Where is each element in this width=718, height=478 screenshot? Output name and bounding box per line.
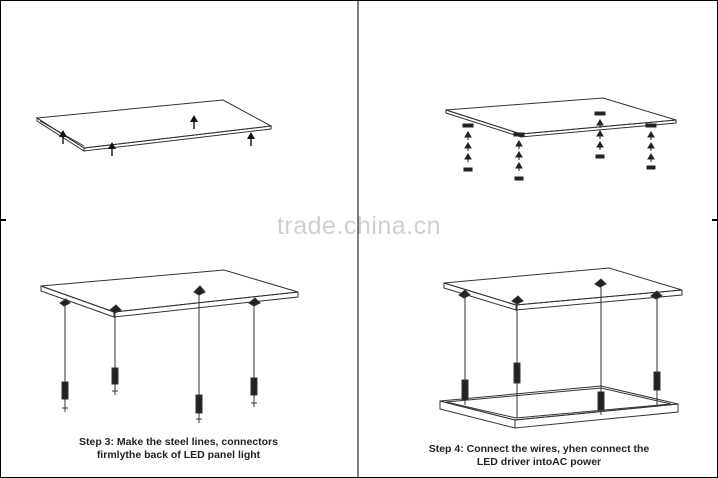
- step-4-ceiling-plate-top: [443, 267, 683, 306]
- step-2-panel-top: [445, 97, 677, 135]
- steel-line: [193, 285, 206, 423]
- step-4-ceiling-plate-left-edge: [443, 282, 517, 311]
- step-3-illustration: [40, 269, 299, 318]
- step-4-led-panel-left-edge: [439, 400, 516, 429]
- step-4-led-panel-front-edge: [514, 403, 679, 429]
- step-3-caption-line-1: Step 3: Make the steel lines, connectors: [79, 436, 278, 448]
- step-3-ceiling-plate-left-edge: [40, 285, 115, 318]
- steel-line: [594, 278, 607, 415]
- steel-line: [511, 295, 524, 418]
- step-2-panel-left-edge: [445, 109, 522, 138]
- step-1-panel-front-edge: [83, 125, 272, 152]
- step-4-led-panel-top: [439, 385, 679, 421]
- step-3-caption-line-2: firmlythe back of LED panel light: [96, 449, 261, 461]
- step-1-arrows: [59, 115, 255, 156]
- steel-line: [458, 289, 471, 405]
- watermark-text: trade.china.cn: [276, 212, 442, 240]
- step-3-caption: Step 3: Make the steel lines, connectors…: [0, 436, 357, 462]
- step-4-ceiling-plate-front-edge: [515, 289, 683, 311]
- step-2-connectors: [462, 111, 657, 181]
- step-4-suspension-wires: [458, 278, 663, 418]
- connector-stack: [513, 132, 525, 181]
- steel-line: [650, 290, 663, 406]
- arrow-up-icon: [190, 115, 198, 129]
- steel-line: [59, 298, 71, 412]
- step-4-caption: Step 4: Connect the wires, yhen connect …: [360, 443, 718, 469]
- arrow-up-icon: [108, 142, 116, 156]
- step-3-steel-lines: [59, 285, 261, 423]
- steel-line: [109, 304, 122, 395]
- arrow-up-icon: [59, 130, 67, 144]
- connector-stack: [594, 111, 606, 159]
- step-4-illustration: [439, 267, 683, 429]
- step-1-illustration: [35, 99, 273, 152]
- arrow-up-icon: [247, 132, 255, 146]
- steel-line: [248, 297, 261, 407]
- step-2-illustration: [445, 97, 677, 138]
- step-4-caption-line-1: Step 4: Connect the wires, yhen connect …: [428, 443, 650, 455]
- connector-stack: [645, 123, 657, 170]
- step-4-led-panel-inner-frame: [445, 387, 672, 419]
- step-4-caption-line-2: LED driver intoAC power: [476, 456, 602, 468]
- step-3-ceiling-plate-front-edge: [113, 291, 299, 318]
- connector-stack: [462, 123, 474, 172]
